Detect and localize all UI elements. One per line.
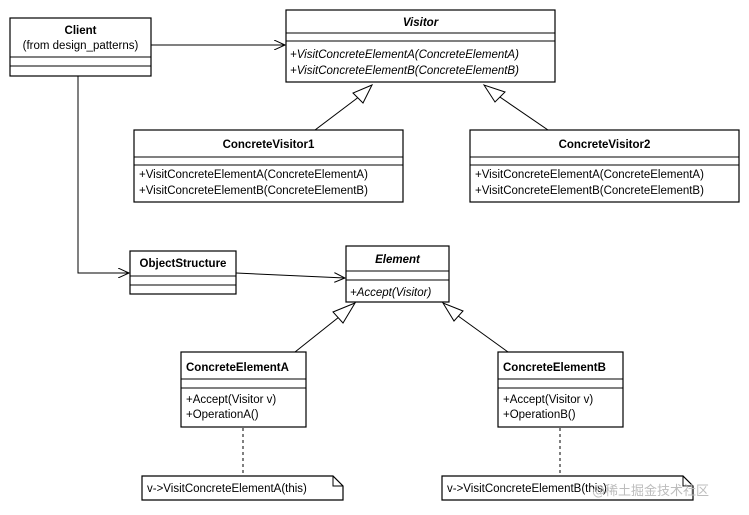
method: +VisitConcreteElementA(ConcreteElementA) <box>290 49 519 61</box>
generalization-ceb-element <box>453 312 509 353</box>
generalization-arrowhead <box>352 84 374 104</box>
class-concrete-element-b[interactable]: ConcreteElementB +Accept(Visitor v) +Ope… <box>497 351 624 428</box>
method: +VisitConcreteElementA(ConcreteElementA) <box>475 169 704 181</box>
class-concrete-visitor-2[interactable]: ConcreteVisitor2 +VisitConcreteElementA(… <box>469 129 740 203</box>
class-name: ConcreteElementA <box>186 362 289 374</box>
method: +VisitConcreteElementA(ConcreteElementA) <box>139 169 368 181</box>
class-name: ConcreteVisitor2 <box>559 139 651 151</box>
class-name: Element <box>375 254 421 266</box>
class-name: ConcreteElementB <box>503 362 606 374</box>
note-a[interactable]: v->VisitConcreteElementA(this) <box>141 475 344 501</box>
method: +VisitConcreteElementB(ConcreteElementB) <box>475 185 704 197</box>
generalization-cea-element <box>294 312 345 353</box>
generalization-cv1-visitor <box>314 92 365 131</box>
class-name: ObjectStructure <box>140 258 227 270</box>
method: +Accept(Visitor) <box>350 287 431 299</box>
class-visitor[interactable]: Visitor +VisitConcreteElementA(ConcreteE… <box>285 9 556 83</box>
watermark-text: @稀土掘金技术社区 <box>592 483 709 499</box>
generalization-arrowhead <box>482 84 506 103</box>
note-b[interactable]: v->VisitConcreteElementB(this) <box>441 475 694 501</box>
class-concrete-element-a[interactable]: ConcreteElementA +Accept(Visitor v) +Ope… <box>180 351 307 428</box>
class-name: Visitor <box>403 17 439 29</box>
class-name: ConcreteVisitor1 <box>223 139 315 151</box>
method: +VisitConcreteElementB(ConcreteElementB) <box>139 185 368 197</box>
association-objectstructure-element <box>235 272 345 278</box>
class-element[interactable]: Element +Accept(Visitor) <box>345 245 450 303</box>
class-concrete-visitor-1[interactable]: ConcreteVisitor1 +VisitConcreteElementA(… <box>133 129 404 203</box>
method: +Accept(Visitor v) <box>503 394 593 406</box>
class-name: Client <box>65 25 97 37</box>
generalization-arrowhead <box>441 301 464 322</box>
method: +Accept(Visitor v) <box>186 394 276 406</box>
note-text: v->VisitConcreteElementB(this) <box>447 483 607 495</box>
generalization-cv2-visitor <box>493 92 549 131</box>
class-client[interactable]: Client (from design_patterns) <box>9 17 152 77</box>
method: +VisitConcreteElementB(ConcreteElementB) <box>290 65 519 77</box>
class-stereotype: (from design_patterns) <box>23 40 139 52</box>
association-client-objectstructure <box>77 76 129 273</box>
note-text: v->VisitConcreteElementA(this) <box>147 483 307 495</box>
method: +OperationB() <box>503 409 576 421</box>
class-object-structure[interactable]: ObjectStructure <box>129 250 237 295</box>
generalization-arrowhead <box>332 301 357 324</box>
method: +OperationA() <box>186 409 259 421</box>
